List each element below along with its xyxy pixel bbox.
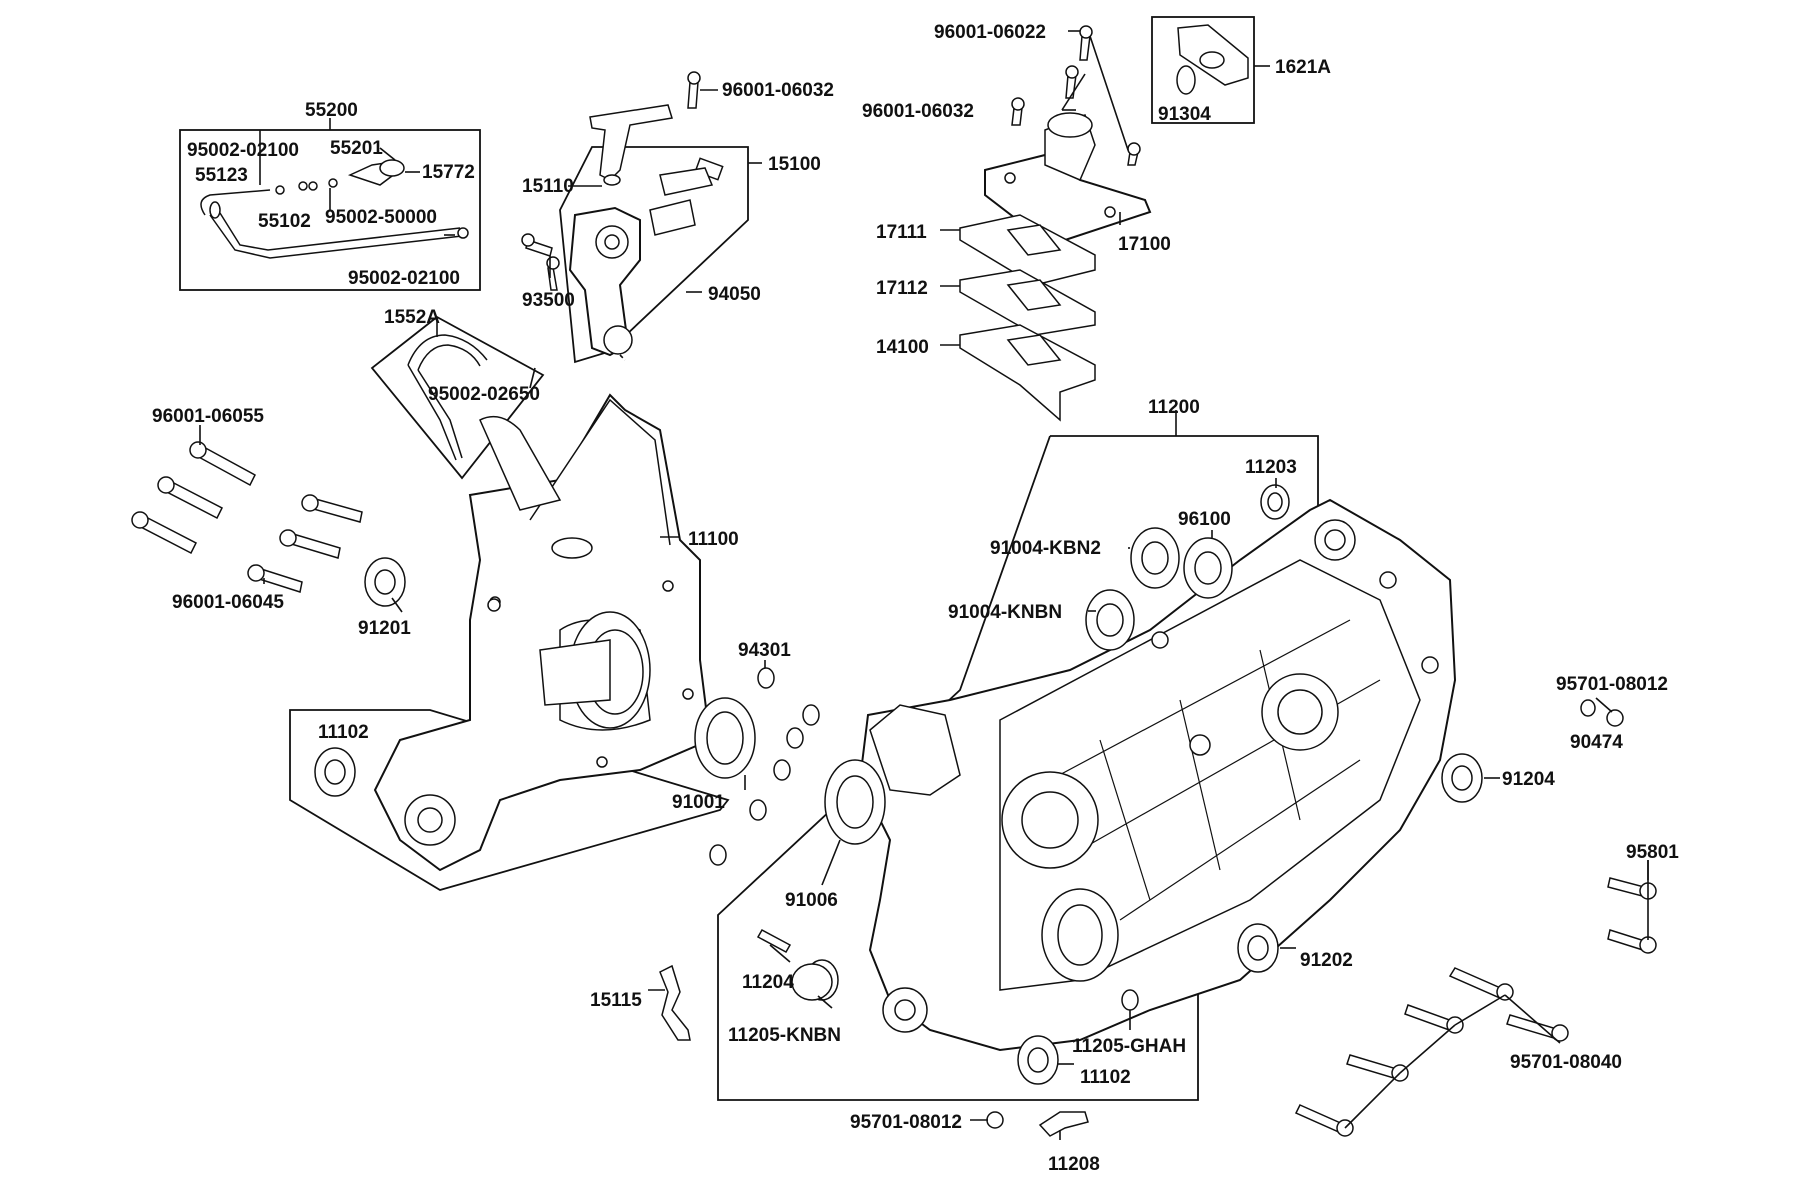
group-box-1552A bbox=[370, 315, 545, 480]
label-94050: 94050 bbox=[708, 284, 761, 305]
breather-hose bbox=[407, 334, 488, 461]
label-95701-08012-bottom: 95701-08012 bbox=[850, 1112, 962, 1133]
label-96001-06022: 96001-06022 bbox=[934, 22, 1046, 43]
label-95002-02100-top: 95002-02100 bbox=[187, 140, 299, 161]
label-95002-02100-bottom: 95002-02100 bbox=[348, 268, 460, 289]
label-15772: 15772 bbox=[422, 162, 475, 183]
label-11203: 11203 bbox=[1245, 457, 1297, 478]
bushing-11205 bbox=[791, 963, 833, 1001]
label-93500: 93500 bbox=[522, 290, 575, 311]
label-91006: 91006 bbox=[785, 890, 838, 911]
label-15115: 15115 bbox=[590, 990, 642, 1011]
label-14100: 14100 bbox=[876, 337, 929, 358]
label-17111: 17111 bbox=[876, 222, 927, 243]
bolt-11204 bbox=[756, 928, 792, 954]
label-95701-08012-right: 95701-08012 bbox=[1556, 674, 1668, 695]
label-91004-KBN2: 91004-KBN2 bbox=[990, 538, 1101, 559]
label-96001-06032-right: 96001-06032 bbox=[862, 101, 974, 122]
group-box-11102 bbox=[289, 709, 730, 891]
label-17100: 17100 bbox=[1118, 234, 1171, 255]
label-11204: 11204 bbox=[742, 972, 794, 993]
oil-pump-bracket bbox=[589, 104, 673, 186]
label-91201: 91201 bbox=[358, 618, 411, 639]
label-11100: 11100 bbox=[688, 529, 739, 550]
label-91304: 91304 bbox=[1158, 104, 1211, 125]
part-labels: 96001-06022 96001-06032 96001-06032 1621… bbox=[152, 22, 1679, 1175]
bearings-and-seals bbox=[314, 484, 1624, 1085]
bracket-11208 bbox=[1038, 1111, 1089, 1137]
oil-hose-assembly bbox=[200, 159, 469, 259]
label-95002-02650: 95002-02650 bbox=[428, 384, 540, 405]
bolt-group-right bbox=[1294, 877, 1657, 1137]
label-55200: 55200 bbox=[305, 100, 358, 121]
label-91202: 91202 bbox=[1300, 950, 1353, 971]
dowel-pins bbox=[487, 598, 820, 866]
label-96001-06032-left: 96001-06032 bbox=[722, 80, 834, 101]
label-11102-left: 11102 bbox=[318, 722, 369, 743]
label-90474: 90474 bbox=[1570, 732, 1623, 753]
bracket-15115 bbox=[659, 964, 691, 1041]
label-11205-KNBN: 11205-KNBN bbox=[728, 1025, 841, 1046]
bolt-95701-08012-bottom bbox=[986, 1111, 1004, 1129]
oil-pump-assembly bbox=[568, 157, 724, 357]
label-55102: 55102 bbox=[258, 211, 311, 232]
label-1552A: 1552A bbox=[384, 307, 440, 328]
label-55201: 55201 bbox=[330, 138, 383, 159]
o-ring-91304 bbox=[1176, 65, 1196, 95]
label-94301: 94301 bbox=[738, 640, 791, 661]
label-91204: 91204 bbox=[1502, 769, 1555, 790]
label-11200: 11200 bbox=[1148, 397, 1200, 418]
label-95801: 95801 bbox=[1626, 842, 1679, 863]
label-11102-bottom: 11102 bbox=[1080, 1067, 1131, 1088]
bolt-group-left bbox=[131, 441, 363, 593]
label-11205-GHAH: 11205-GHAH bbox=[1072, 1036, 1186, 1057]
reed-gasket-17112 bbox=[959, 269, 1096, 336]
right-crankcase-half bbox=[858, 498, 1457, 1052]
label-96001-06045: 96001-06045 bbox=[172, 592, 284, 613]
label-15110: 15110 bbox=[522, 176, 574, 197]
label-95002-50000: 95002-50000 bbox=[325, 207, 437, 228]
label-96100: 96100 bbox=[1178, 509, 1231, 530]
group-box-1621A bbox=[1151, 16, 1255, 124]
reed-gasket-17111 bbox=[959, 214, 1096, 286]
left-crankcase-half bbox=[373, 393, 712, 872]
label-55123: 55123 bbox=[195, 165, 248, 186]
label-15100: 15100 bbox=[768, 154, 821, 175]
label-91004-KNBN: 91004-KNBN bbox=[948, 602, 1062, 623]
label-1621A: 1621A bbox=[1275, 57, 1331, 78]
label-11208: 11208 bbox=[1048, 1154, 1100, 1175]
reed-valve-14100 bbox=[959, 324, 1096, 422]
label-91001: 91001 bbox=[672, 792, 725, 813]
plate-1621A bbox=[1177, 24, 1249, 86]
label-95701-08040: 95701-08040 bbox=[1510, 1052, 1622, 1073]
label-17112: 17112 bbox=[876, 278, 928, 299]
leader-lines bbox=[199, 30, 1649, 1140]
label-96001-06055: 96001-06055 bbox=[152, 406, 264, 427]
